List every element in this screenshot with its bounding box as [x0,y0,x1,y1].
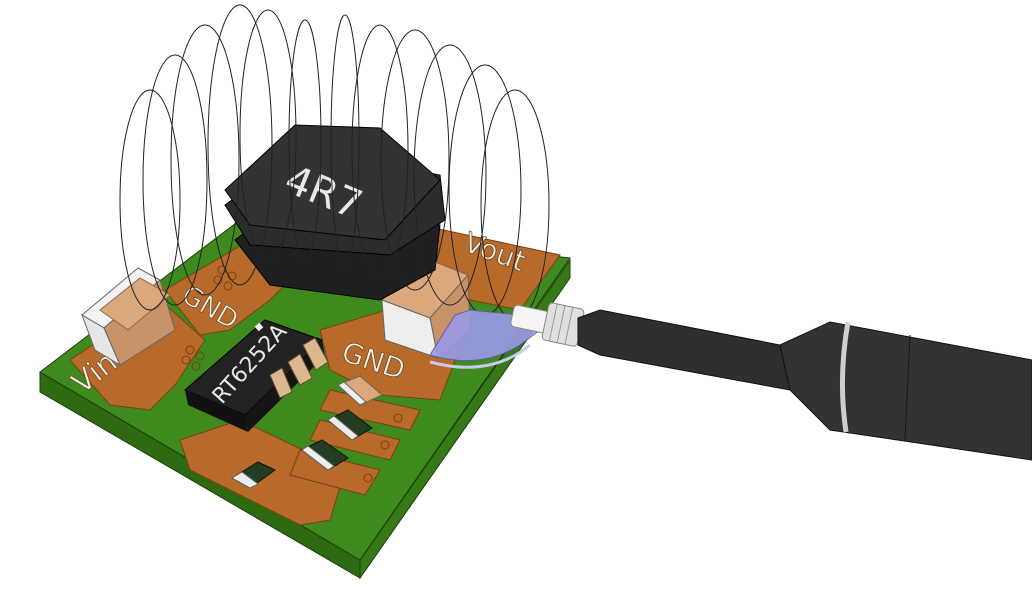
input-capacitor [81,267,176,367]
smd-resistor-2 [327,409,373,441]
smd-resistor-4 [231,461,276,489]
magnetic-field-lines [119,4,550,321]
copper-fb1 [319,389,421,431]
copper-fb3 [289,449,381,496]
smd-resistor-3 [301,439,349,471]
smd-resistor-1 [337,375,383,406]
oscilloscope-probe [510,302,1032,461]
copper-fb2 [309,419,401,461]
